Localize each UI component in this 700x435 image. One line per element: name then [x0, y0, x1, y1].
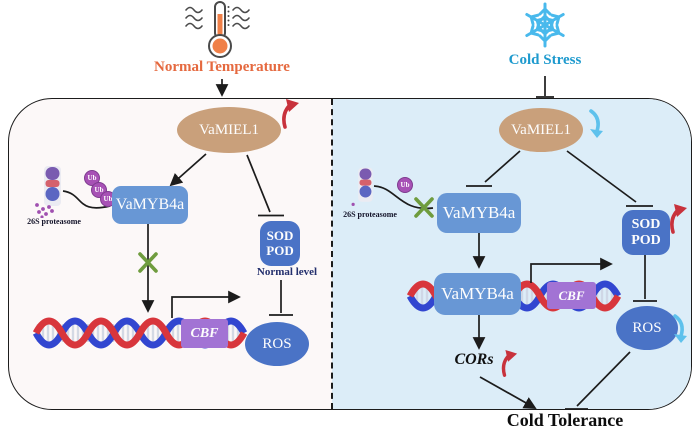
- cbf-gene-right: CBF: [547, 282, 596, 309]
- proteasome-icon-left: [35, 166, 61, 218]
- transcription-arrow-left: [171, 290, 241, 318]
- panel-divider: [330, 99, 333, 409]
- ub-badge: Ub: [397, 177, 413, 193]
- sod-pod-node-right: SOD POD: [622, 210, 670, 255]
- arrow-vamiel1-to-vamyb4a-left: [169, 153, 207, 187]
- transcription-arrow-right: [530, 257, 613, 283]
- block-x-left: [138, 252, 158, 273]
- block-x-right: [414, 197, 434, 218]
- snowflake-icon: [522, 2, 568, 48]
- inhibit-ros-to-cold-tolerance-line: [576, 351, 631, 407]
- vamyb4a-node-left: VaMYB4a: [112, 186, 188, 224]
- vamyb4a-node-right-free: VaMYB4a: [437, 193, 521, 233]
- degradation-dot: [351, 202, 355, 206]
- ros-node-right: ROS: [616, 306, 678, 350]
- vamiel1-node-left: VaMIEL1: [177, 107, 281, 153]
- sod-pod-node-left: SOD POD: [260, 221, 300, 266]
- decrease-arrow-ros-right: [673, 314, 687, 343]
- pod-label: POD: [631, 232, 661, 248]
- inhibit-vamiel1-to-sodpod-left-line: [246, 154, 271, 213]
- proteasome-tether-left: [62, 190, 111, 209]
- normal-temperature-label: Normal Temperature: [154, 59, 290, 75]
- sod-label: SOD: [631, 216, 661, 232]
- proteasome-label-right: 26S proteasome: [343, 210, 397, 219]
- increase-arrow-cors: [501, 350, 518, 377]
- cold-stress-label: Cold Stress: [508, 52, 582, 68]
- proteasome-icon-right: [351, 167, 373, 206]
- increase-arrow-sodpod-right: [670, 204, 687, 234]
- proteasome-label-left: 26S proteasome: [27, 217, 81, 226]
- cors-label: CORs: [454, 351, 494, 368]
- thermometer-icon: [185, 1, 250, 58]
- sod-label: SOD: [266, 227, 294, 243]
- cbf-gene-left: CBF: [181, 319, 228, 348]
- increase-arrow-vamiel1-left: [282, 99, 299, 129]
- pod-label: POD: [266, 242, 294, 258]
- vamiel1-node-right: VaMIEL1: [499, 108, 583, 152]
- ros-node-left: ROS: [245, 322, 309, 366]
- cold-tolerance-label: Cold Tolerance: [506, 410, 624, 430]
- inhibit-vamiel1-to-vamyb4a-right-line: [484, 150, 521, 183]
- inhibit-vamiel1-to-sodpod-right-line: [566, 150, 637, 203]
- decrease-arrow-vamiel1-right: [589, 109, 603, 138]
- degradation-dots: [35, 203, 54, 218]
- arrow-cors-to-cold-tolerance: [479, 376, 537, 409]
- vamyb4a-node-right-dna-bound: VaMYB4a: [434, 273, 521, 315]
- normal-level-note: Normal level: [256, 266, 318, 278]
